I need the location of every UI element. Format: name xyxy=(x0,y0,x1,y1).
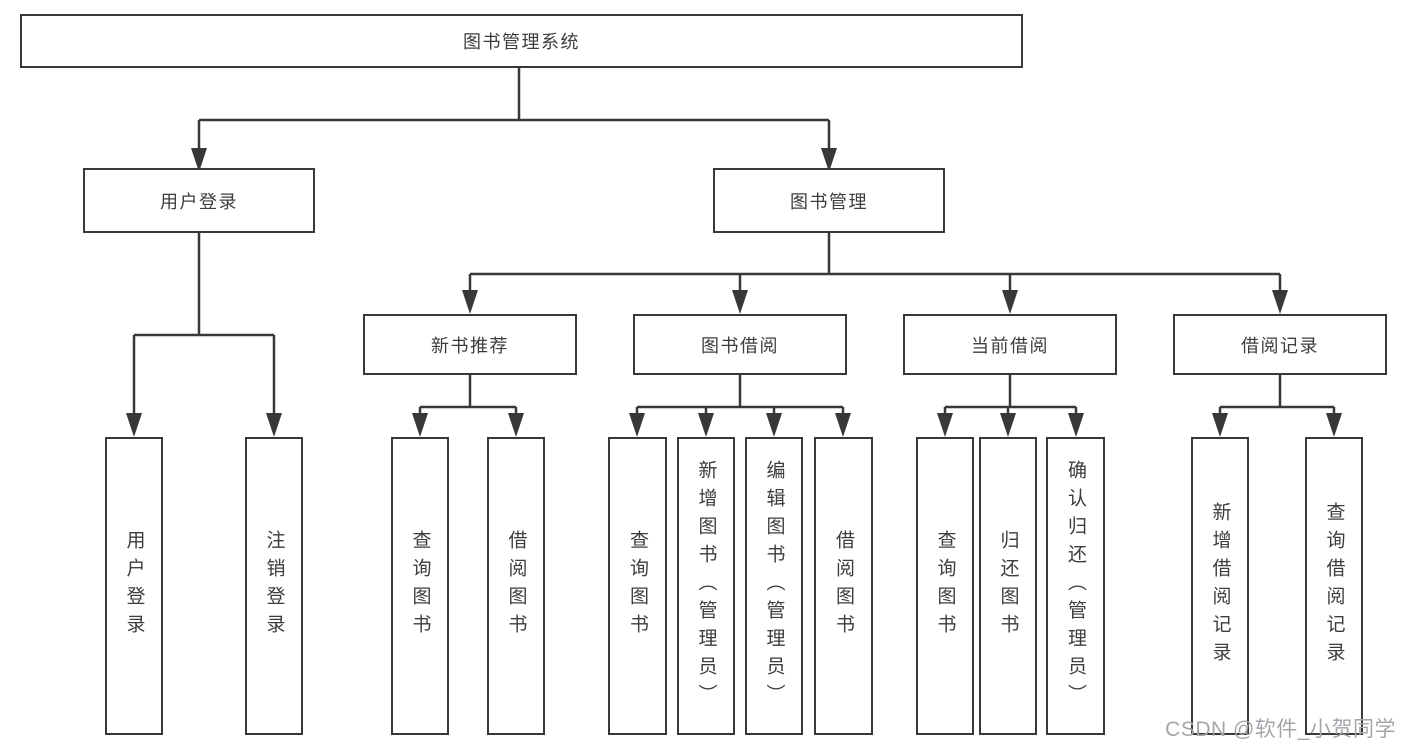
edge-path xyxy=(1218,375,1336,417)
node-current-borrowing: 当前借阅 xyxy=(903,314,1117,375)
arrowhead xyxy=(508,413,524,437)
node-new-book-recommend: 新书推荐 xyxy=(363,314,577,375)
csdn-watermark: CSDN @软件_小贺同学 xyxy=(1165,718,1396,741)
node-book-management: 图书管理 xyxy=(713,168,945,233)
leaf-return-books: 归还图书 xyxy=(979,437,1037,735)
arrowhead xyxy=(412,413,428,437)
edge-path xyxy=(197,68,831,152)
arrowhead xyxy=(126,413,142,437)
node-book-borrowing: 图书借阅 xyxy=(633,314,847,375)
node-borrowing-records: 借阅记录 xyxy=(1173,314,1387,375)
node-label: 查询图书 xyxy=(627,530,648,642)
leaf-query-books-current: 查询图书 xyxy=(916,437,974,735)
node-label: 新增借阅记录 xyxy=(1209,502,1231,670)
arrowhead xyxy=(937,413,953,437)
node-user-login: 用户登录 xyxy=(83,168,315,233)
node-label: 确认归还（管理员） xyxy=(1065,460,1086,712)
node-label: 编辑图书（管理员） xyxy=(763,460,785,712)
edge-root-to-level2 xyxy=(191,68,837,172)
leaf-borrow-books: 借阅图书 xyxy=(814,437,873,735)
node-label: 查询借阅记录 xyxy=(1323,502,1345,670)
edge-new-book-rec-to-leaves xyxy=(412,375,524,437)
edge-path xyxy=(943,375,1078,417)
leaf-query-borrow-record: 查询借阅记录 xyxy=(1305,437,1363,735)
node-label: 借阅图书 xyxy=(833,530,854,642)
node-label: 借阅图书 xyxy=(505,530,527,642)
node-label: 借阅记录 xyxy=(1241,335,1319,356)
arrowhead xyxy=(266,413,282,437)
node-label: 图书借阅 xyxy=(701,335,779,356)
node-label: 用户登录 xyxy=(123,530,145,642)
leaf-user-login: 用户登录 xyxy=(105,437,163,735)
node-label: 图书管理 xyxy=(790,191,868,212)
arrowhead xyxy=(1068,413,1084,437)
arrowhead xyxy=(766,413,782,437)
edge-path xyxy=(132,233,276,417)
edge-current-borrow-to-leaves xyxy=(937,375,1084,437)
arrowhead xyxy=(1000,413,1016,437)
arrowhead xyxy=(1326,413,1342,437)
leaf-confirm-return-admin: 确认归还（管理员） xyxy=(1046,437,1105,735)
node-label: 新增图书（管理员） xyxy=(695,460,717,712)
leaf-borrow-books-recommend: 借阅图书 xyxy=(487,437,545,735)
arrowhead xyxy=(1212,413,1228,437)
leaf-query-books-borrow: 查询图书 xyxy=(608,437,667,735)
node-label: 用户登录 xyxy=(160,191,238,212)
node-label: 查询图书 xyxy=(934,530,956,642)
leaf-add-borrow-record: 新增借阅记录 xyxy=(1191,437,1249,735)
node-library-management-system: 图书管理系统 xyxy=(20,14,1023,68)
node-label: 归还图书 xyxy=(997,530,1019,642)
edge-book-borrow-to-leaves xyxy=(629,375,851,437)
leaf-add-books-admin: 新增图书（管理员） xyxy=(677,437,735,735)
edge-borrow-records-to-leaves xyxy=(1212,375,1342,437)
edge-path xyxy=(635,375,845,417)
node-label: 当前借阅 xyxy=(971,335,1049,356)
edge-path xyxy=(468,233,1282,294)
arrowhead xyxy=(1272,290,1288,314)
leaf-edit-books-admin: 编辑图书（管理员） xyxy=(745,437,803,735)
arrowhead xyxy=(462,290,478,314)
node-label: 新书推荐 xyxy=(431,335,509,356)
arrowhead xyxy=(835,413,851,437)
leaf-logout: 注销登录 xyxy=(245,437,303,735)
node-label: 注销登录 xyxy=(263,530,285,642)
leaf-query-books-recommend: 查询图书 xyxy=(391,437,449,735)
arrowhead xyxy=(629,413,645,437)
node-label: 图书管理系统 xyxy=(463,32,580,52)
arrowhead xyxy=(698,413,714,437)
edge-path xyxy=(418,375,518,417)
node-label: 查询图书 xyxy=(409,530,431,642)
arrowhead xyxy=(1002,290,1018,314)
edge-user-login-to-leaves xyxy=(126,233,282,437)
edge-book-mgmt-to-level3 xyxy=(462,233,1288,314)
arrowhead xyxy=(732,290,748,314)
